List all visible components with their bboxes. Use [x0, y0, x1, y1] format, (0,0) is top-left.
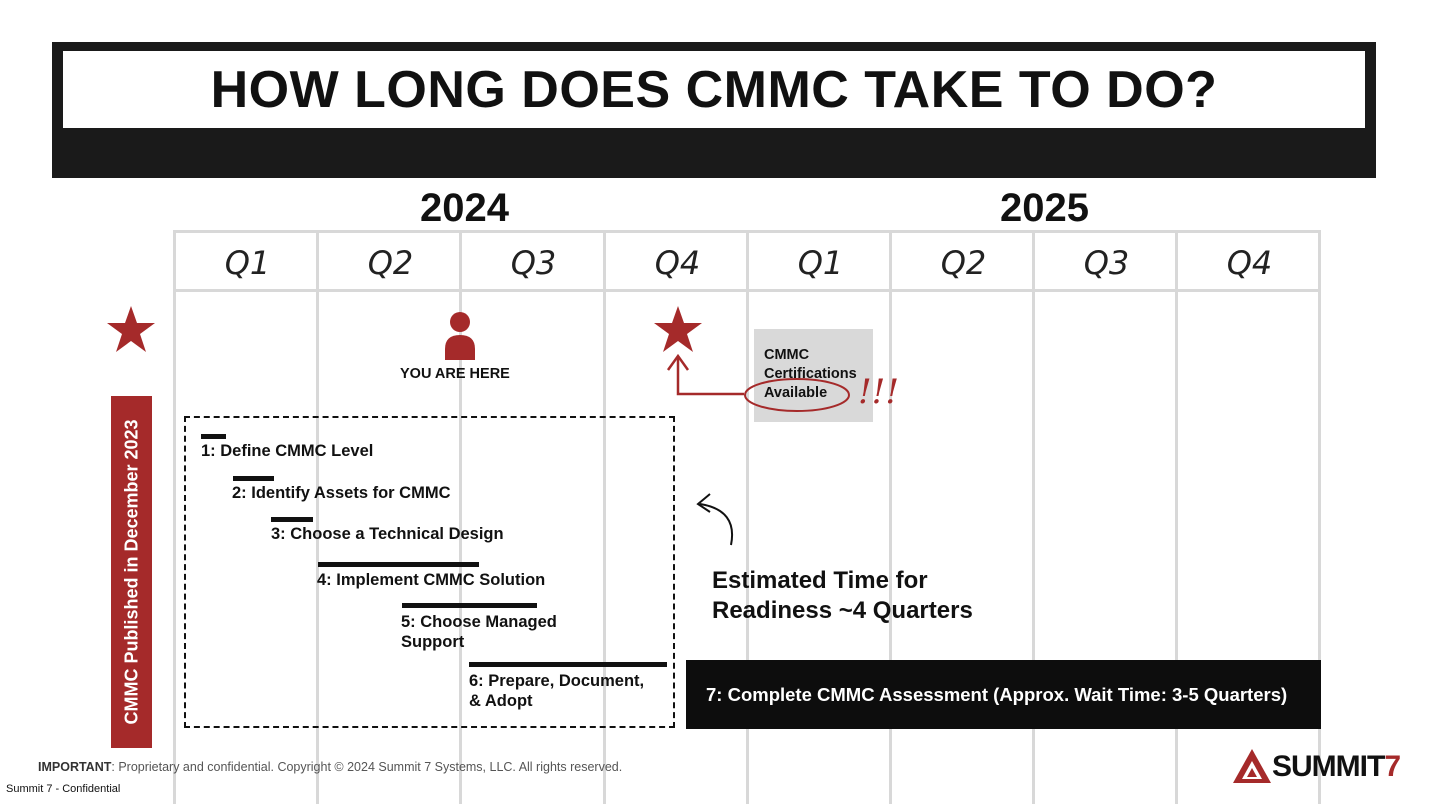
grid-col-line [459, 230, 462, 804]
estimate-text: Estimated Time for Readiness ~4 Quarters [712, 566, 973, 626]
title-box: HOW LONG DOES CMMC TAKE TO DO? [63, 51, 1365, 128]
quarter-label: Q4 [654, 244, 701, 282]
certifications-text: CMMC Certifications Available [764, 346, 857, 403]
summit-logo-icon [1233, 749, 1271, 783]
task-label: 4: Implement CMMC Solution [317, 571, 546, 589]
quarter-label: Q3 [1083, 244, 1130, 282]
task-label: 6: Prepare, Document, [469, 672, 645, 690]
assessment-bar: 7: Complete CMMC Assessment (Approx. Wai… [686, 660, 1321, 729]
task-bar [318, 562, 479, 567]
footer-important: IMPORTANT [38, 760, 112, 774]
task-label: 5: Choose Managed [401, 613, 557, 631]
person-icon [445, 312, 475, 360]
quarter-label: Q1 [224, 244, 271, 282]
arrow-icon [666, 353, 850, 412]
cert-line: Certifications [764, 366, 857, 382]
grid-col-line [889, 230, 892, 804]
certifications-box [754, 329, 873, 422]
estimate-line: Readiness ~4 Quarters [712, 597, 973, 624]
cert-line: CMMC [764, 347, 810, 363]
footer-notice: IMPORTANT: Proprietary and confidential.… [38, 760, 622, 774]
sidebar-label: CMMC Published in December 2023 [121, 419, 141, 725]
published-sidebar: CMMC Published in December 2023 [111, 396, 152, 748]
task-bar [469, 662, 667, 667]
task-label: & Adopt [469, 692, 533, 710]
grid-col-line [1318, 230, 1321, 804]
star-icon [654, 306, 702, 352]
year-2025: 2025 [1000, 186, 1089, 230]
cert-line: Available [764, 385, 828, 401]
grid-col-line [746, 230, 749, 804]
page-title: HOW LONG DOES CMMC TAKE TO DO? [210, 60, 1218, 119]
task-label: 3: Choose a Technical Design [271, 525, 504, 543]
grid-col-line [1032, 230, 1035, 804]
quarter-label: Q2 [940, 244, 987, 282]
quarter-label: Q2 [367, 244, 414, 282]
logo-main: SUMMIT [1272, 750, 1385, 783]
logo-seven: 7 [1384, 750, 1401, 783]
task-bar [402, 603, 537, 608]
footer-text: : Proprietary and confidential. Copyrigh… [111, 760, 623, 774]
quarter-label: Q3 [510, 244, 557, 282]
task-label: 1: Define CMMC Level [201, 442, 374, 460]
star-icon [107, 306, 155, 352]
year-2024: 2024 [420, 186, 509, 230]
exclamation-marks: !!! [858, 372, 899, 412]
estimate-line: Estimated Time for [712, 567, 928, 594]
summit-logo-text: SUMMIT7 [1272, 750, 1401, 784]
task-label: 2: Identify Assets for CMMC [232, 484, 451, 502]
confidential-label: Summit 7 - Confidential [6, 783, 121, 795]
task-bar [201, 434, 226, 439]
grid-col-line [1175, 230, 1178, 804]
task-label: Support [401, 633, 465, 651]
grid-col-line [316, 230, 319, 804]
quarter-label: Q1 [797, 244, 844, 282]
task-bar [233, 476, 274, 481]
assessment-label: 7: Complete CMMC Assessment (Approx. Wai… [706, 683, 1288, 705]
curved-arrow-icon [696, 493, 733, 546]
readiness-box [184, 416, 675, 728]
grid-col-line [173, 230, 176, 804]
quarter-label: Q4 [1226, 244, 1273, 282]
you-are-here-label: YOU ARE HERE [400, 366, 510, 382]
task-bar [271, 517, 313, 522]
grid-col-line [603, 230, 606, 804]
